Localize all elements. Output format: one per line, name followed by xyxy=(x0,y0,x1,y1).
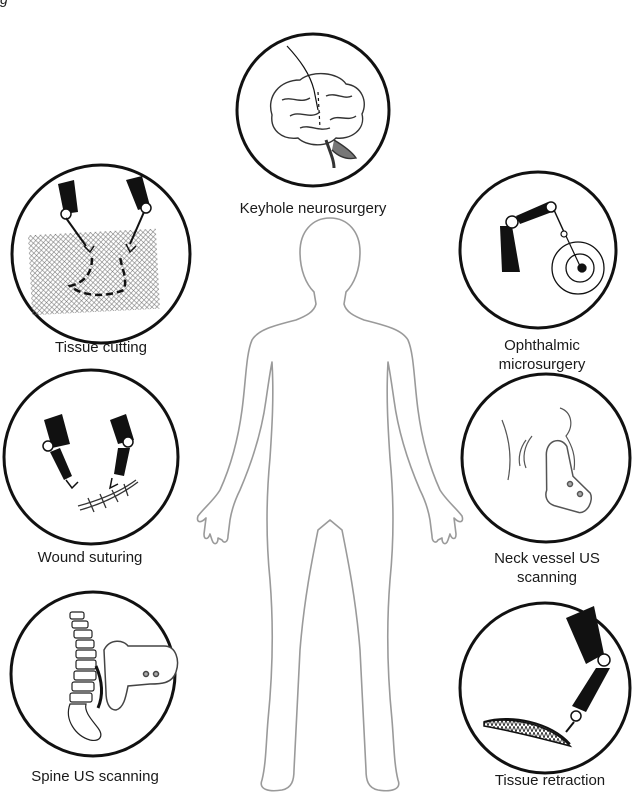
label-tissue-retraction: Tissue retraction xyxy=(465,771,635,790)
spine-us-scanning-circle xyxy=(11,592,178,756)
wound-suturing-circle xyxy=(4,370,178,544)
ophthalmic-microsurgery-circle xyxy=(460,172,616,328)
label-ophthalmic-microsurgery: Ophthalmic microsurgery xyxy=(477,336,607,374)
tissue-retraction-circle xyxy=(460,603,630,773)
tissue-cutting-circle xyxy=(12,165,190,343)
neck-vessel-us-scanning-circle xyxy=(462,374,630,542)
label-neck-vessel-us-scanning: Neck vessel US scanning xyxy=(467,549,627,587)
label-wound-suturing: Wound suturing xyxy=(5,548,175,567)
label-spine-us-scanning: Spine US scanning xyxy=(5,767,185,786)
label-keyhole-neurosurgery: Keyhole neurosurgery xyxy=(213,199,413,218)
keyhole-neurosurgery-circle xyxy=(237,34,389,186)
label-tissue-cutting: Tissue cutting xyxy=(11,338,191,357)
human-body-outline xyxy=(197,218,462,791)
